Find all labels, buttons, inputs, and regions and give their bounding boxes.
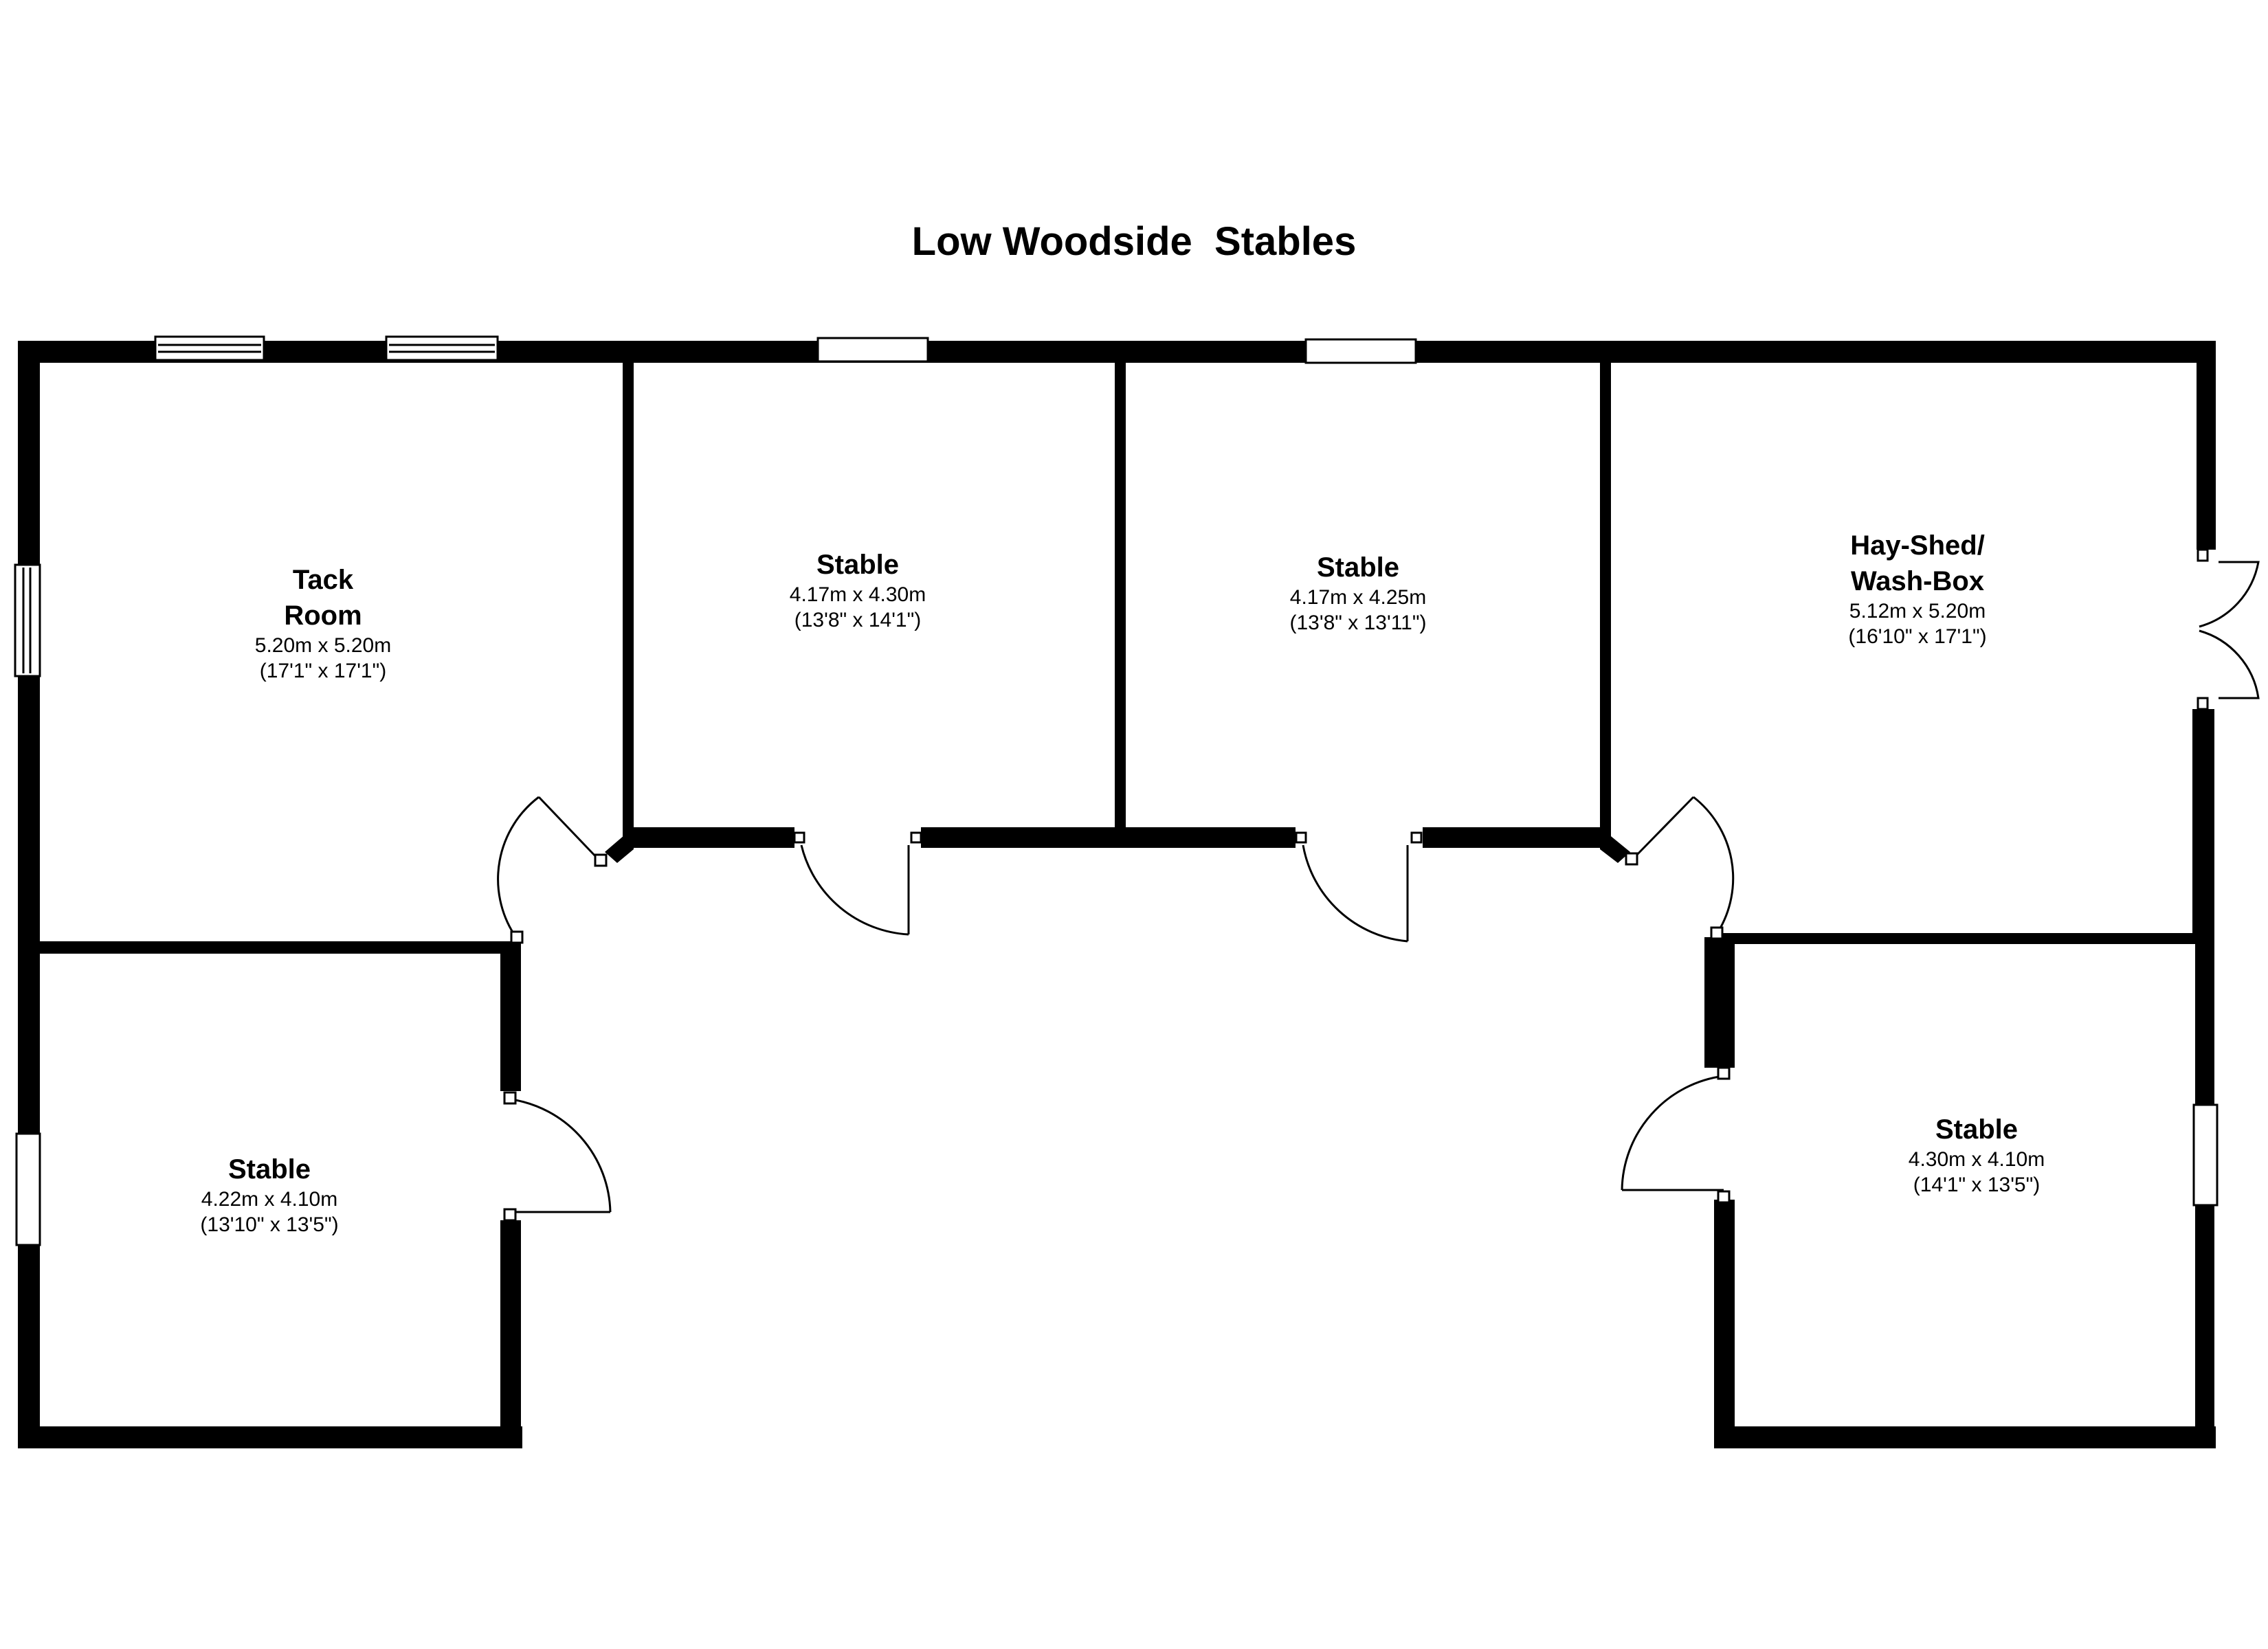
window-tack-left — [14, 563, 41, 677]
door-stable-bottom-right — [1621, 1066, 1731, 1204]
stable-bottom-right-metric: 4.30m x 4.10m — [1908, 1148, 2045, 1171]
door-stable-top-left — [793, 831, 922, 936]
label-stable-top-left: Stable 4.17m x 4.30m (13'8" x 14'1") — [790, 547, 926, 633]
tack-room-name-1: Tack — [292, 565, 354, 595]
divider-right — [1718, 933, 2197, 944]
stable-top-right-imperial: (13'8" x 13'11") — [1289, 611, 1427, 634]
stable-top-left-name: Stable — [816, 550, 900, 580]
door-hay-shed — [1625, 796, 1735, 940]
hay-shed-name-1: Hay-Shed/ — [1850, 530, 1985, 561]
wall-bl-right-upper — [500, 941, 521, 1091]
stable-bottom-left-name: Stable — [227, 1154, 311, 1185]
window-stable-br — [2192, 1103, 2219, 1207]
partition-3 — [1600, 357, 1611, 838]
tack-room-imperial: (17'1" x 17'1") — [259, 659, 387, 682]
plan-title: Low Woodside Stables — [911, 219, 1357, 264]
front-wall-b — [921, 827, 1296, 848]
door-stable-bottom-left — [503, 1091, 612, 1222]
door-stable-top-right — [1295, 831, 1423, 943]
hay-shed-name-2: Wash-Box — [1850, 566, 1985, 596]
window-stable-1 — [816, 337, 929, 363]
partition-2 — [1115, 357, 1126, 838]
partition-1 — [623, 357, 634, 838]
stable-bottom-left-imperial: (13'10" x 13'5") — [200, 1213, 339, 1236]
divider-left — [34, 941, 513, 954]
wall-bl-right-lower — [500, 1220, 521, 1448]
door-hay-shed-exterior — [2197, 548, 2260, 710]
wall-bottom-left — [18, 1426, 522, 1448]
stable-bottom-right-name: Stable — [1935, 1114, 2019, 1145]
hay-shed-imperial: (16'10" x 17'1") — [1848, 625, 1987, 648]
label-tack-room: Tack Room 5.20m x 5.20m (17'1" x 17'1") — [255, 562, 391, 684]
stable-top-right-name: Stable — [1316, 552, 1400, 583]
label-stable-bottom-left: Stable 4.22m x 4.10m (13'10" x 13'5") — [200, 1152, 338, 1237]
stable-top-left-metric: 4.17m x 4.30m — [789, 583, 926, 606]
window-tack-2 — [385, 335, 499, 361]
walls — [18, 341, 2216, 1448]
label-hay-shed: Hay-Shed/ Wash-Box 5.12m x 5.20m (16'10"… — [1848, 528, 1986, 649]
front-wall-c — [1423, 827, 1608, 848]
stable-bottom-right-imperial: (14'1" x 13'5") — [1913, 1173, 2041, 1196]
wall-right-lower — [2195, 928, 2214, 1106]
wall-br-door-jamb — [1704, 937, 1721, 1068]
wall-corner-right — [1600, 827, 1630, 863]
windows — [14, 335, 2219, 1246]
window-stable-bl — [15, 1132, 41, 1246]
wall-left — [18, 341, 40, 1447]
wall-bottom-right — [1714, 1426, 2216, 1448]
wall-corner-left — [605, 827, 634, 863]
window-stable-2 — [1304, 338, 1417, 364]
front-wall-a — [623, 827, 794, 848]
window-tack-1 — [154, 335, 265, 361]
stable-bottom-left-metric: 4.22m x 4.10m — [201, 1188, 338, 1211]
wall-right-mid — [2192, 709, 2214, 944]
wall-br-left-lower — [1714, 1200, 1735, 1448]
tack-room-metric: 5.20m x 5.20m — [254, 634, 392, 657]
tack-room-name-2: Room — [284, 601, 362, 631]
doors — [497, 548, 2260, 1222]
stable-top-left-imperial: (13'8" x 14'1") — [794, 608, 922, 631]
label-stable-bottom-right: Stable 4.30m x 4.10m (14'1" x 13'5") — [1909, 1112, 2045, 1198]
hay-shed-metric: 5.12m x 5.20m — [1849, 600, 1986, 622]
label-stable-top-right: Stable 4.17m x 4.25m (13'8" x 13'11") — [1290, 550, 1427, 636]
wall-right-bottom — [2195, 1204, 2214, 1448]
door-tack-room — [497, 796, 608, 944]
wall-right-top — [2197, 341, 2216, 550]
stable-top-right-metric: 4.17m x 4.25m — [1289, 586, 1427, 609]
